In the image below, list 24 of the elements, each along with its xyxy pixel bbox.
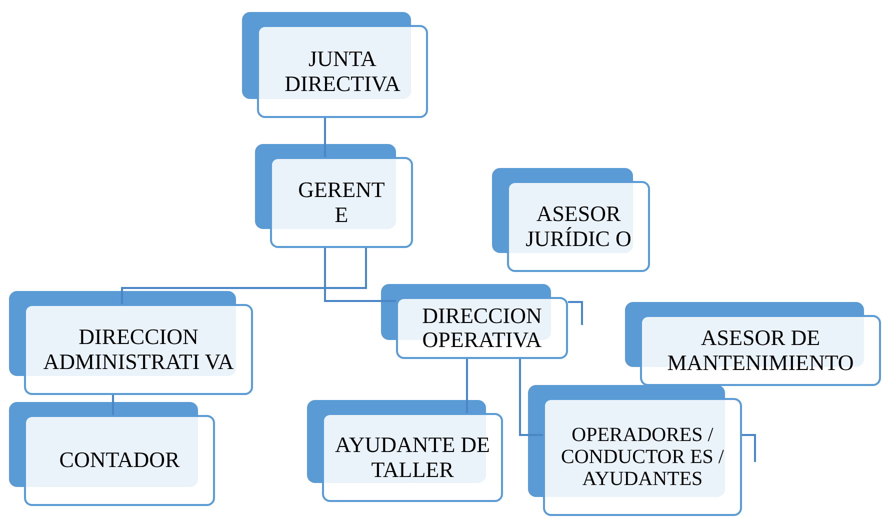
connector-line	[324, 248, 396, 302]
role-title: JUNTA DIRECTIVA	[284, 47, 402, 96]
role-title: CONTADOR	[59, 448, 180, 473]
connector-line	[466, 359, 468, 413]
org-box	[543, 398, 742, 516]
org-box	[24, 415, 215, 506]
connector-line	[121, 248, 367, 304]
role-title: DIRECCION OPERATIVA	[421, 304, 543, 352]
org-box	[24, 304, 253, 395]
role-title: ASESOR JURÍDIC O	[524, 202, 632, 251]
org-box	[257, 25, 428, 118]
connector-line	[112, 395, 114, 415]
role-title: AYUDANTE DE TALLER	[334, 433, 491, 482]
connector-line	[519, 359, 543, 436]
role-title: ASESOR DE MANTENIMIENTO	[666, 326, 855, 375]
org-box	[507, 181, 650, 272]
role-title: OPERADORES / CONDUCTOR ES / AYUDANTES	[560, 424, 725, 490]
org-box	[396, 297, 568, 359]
org-box	[270, 157, 413, 248]
role-title: GERENT E	[297, 178, 386, 227]
role-title: DIRECCION ADMINISTRATI VA	[42, 325, 235, 374]
org-box	[640, 315, 881, 386]
org-box	[322, 413, 503, 502]
connector-line	[324, 118, 326, 157]
